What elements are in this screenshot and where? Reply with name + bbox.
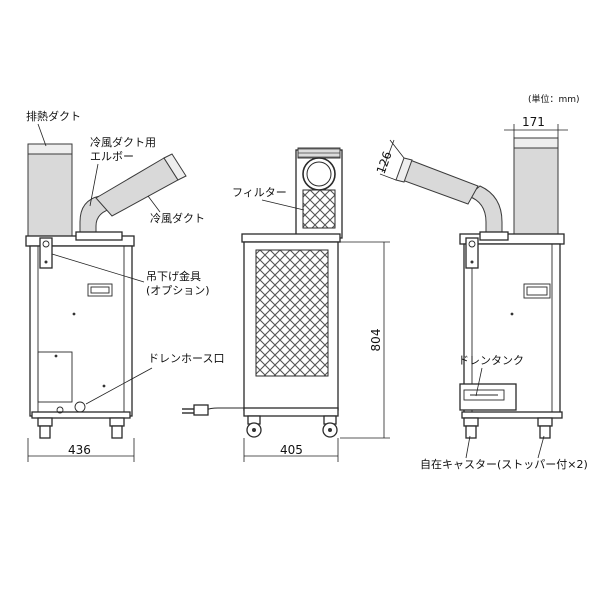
unit-note: (単位：mm) (528, 93, 580, 105)
label-caster: 自在キャスター(ストッパー付×2) (420, 458, 588, 471)
caster (246, 415, 262, 438)
exhaust-duct (513, 137, 559, 239)
label-drain-hose: ドレンホース口 (148, 352, 224, 365)
exhaust-duct (27, 143, 73, 237)
drain-tank (459, 383, 517, 411)
dimension-width-front: 405 (280, 443, 303, 457)
power-cord (205, 407, 244, 411)
front-view: 804 405 (182, 147, 390, 462)
label-drain-tank: ドレンタンク (458, 354, 524, 367)
dimension-duct-width: 171 (522, 115, 545, 129)
caster (322, 415, 338, 438)
handle (523, 283, 551, 299)
side-view-left: 436 (25, 143, 187, 462)
filter (302, 189, 336, 229)
handle (87, 283, 113, 297)
drain-panel (37, 351, 73, 403)
label-cold-elbow-1: 冷風ダクト用 (90, 135, 156, 149)
caster (109, 417, 125, 439)
label-exhaust-duct: 排熱ダクト (26, 109, 81, 123)
label-hanger-2: (オプション) (146, 284, 210, 297)
front-grille (255, 249, 329, 377)
caster (463, 417, 479, 439)
cold-air-duct (401, 159, 479, 205)
unit-body-side (29, 245, 133, 417)
caster (537, 417, 553, 439)
label-hanger-1: 吊下げ金具 (146, 269, 201, 283)
label-cold-elbow-2: エルボー (90, 150, 134, 163)
caster (37, 417, 53, 439)
dimension-width-side: 436 (68, 443, 91, 457)
label-cold-duct: 冷風ダクト (150, 211, 205, 225)
power-plug (182, 404, 209, 416)
cold-air-elbow (466, 185, 503, 239)
cold-air-duct (95, 157, 179, 217)
side-view-right: 171 126 (374, 115, 568, 439)
label-filter: フィルター (232, 186, 287, 199)
drain-hose-port (74, 401, 86, 413)
dimension-height: 804 (369, 329, 383, 352)
dimension-duct-diameter: 126 (374, 149, 395, 175)
